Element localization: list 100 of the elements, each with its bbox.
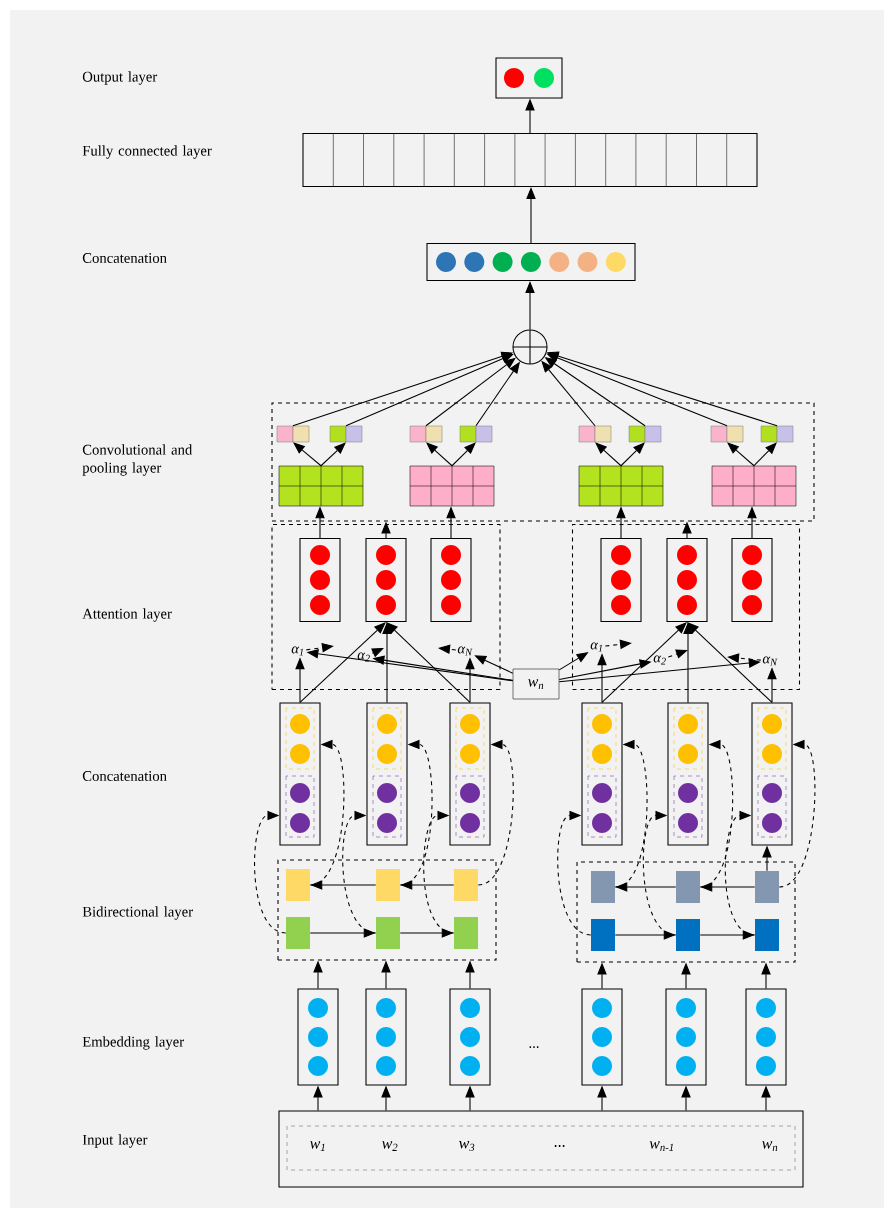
attention-weight-label: α$_{2}$: [357, 652, 370, 662]
dashed-arrow: [438, 644, 457, 655]
dashed-group-box: [271, 523, 501, 691]
dashed-group-box: [571, 523, 801, 691]
hidden-state-vector: [449, 702, 491, 846]
attention-vector: [365, 537, 407, 623]
feature-map-grid: [278, 465, 364, 507]
arrow: [425, 357, 516, 427]
input-box: [278, 1110, 804, 1188]
output-vector: [495, 57, 563, 99]
layer-label: Concatenation: [82, 253, 167, 263]
dashed-arrow: [557, 810, 592, 936]
attention-weight-label: α$_{N}$: [457, 646, 473, 656]
dashed-group-box: [271, 402, 815, 522]
input-word: w$_{n}$: [762, 1141, 778, 1151]
arrow: [382, 622, 392, 703]
attention-vector: [299, 537, 341, 623]
dashed-arrow: [305, 642, 334, 653]
dashed-arrow: [309, 739, 345, 886]
arrow: [753, 442, 777, 467]
hidden-state-vector: [279, 702, 321, 846]
hidden-state-box: [376, 917, 400, 949]
arrow: [345, 353, 514, 427]
layer-label: Output layer: [82, 71, 158, 85]
hidden-state-box: [454, 917, 478, 949]
feature-map-grid: [409, 465, 495, 507]
layer-label: Concatenation: [82, 771, 167, 781]
arrow: [426, 442, 453, 467]
dashed-arrow: [254, 810, 287, 934]
input-word: w$_{3}$: [459, 1141, 475, 1151]
hidden-state-box: [454, 869, 478, 901]
hidden-state-box: [591, 871, 615, 903]
attention-vector: [731, 537, 773, 623]
pooled-feature-pair: [276, 425, 310, 443]
hidden-state-box: [286, 869, 310, 901]
hidden-state-box: [286, 917, 310, 949]
arrow: [386, 622, 471, 703]
hidden-state-box: [676, 871, 700, 903]
pooled-feature-pair: [409, 425, 443, 443]
pooled-feature-pair: [578, 425, 612, 443]
pooled-feature-pair: [329, 425, 363, 443]
embedding-vector: [665, 988, 707, 1086]
dashed-arrow: [614, 739, 648, 888]
dashed-arrow: [724, 810, 756, 936]
dashed-arrow: [727, 653, 762, 663]
arrow: [687, 622, 773, 703]
fully-connected-bar: [302, 132, 758, 188]
embedding-vector: [581, 988, 623, 1086]
concatenation-vector: [426, 242, 636, 282]
embedding-vector: [297, 988, 339, 1086]
hidden-state-box: [755, 871, 779, 903]
dashed-arrow: [778, 739, 816, 888]
hidden-state-vector: [667, 702, 709, 846]
pooled-feature-pair: [760, 425, 794, 443]
dashed-arrow: [399, 739, 433, 886]
hidden-state-vector: [751, 702, 793, 846]
input-word: w$_{n-1}$: [649, 1141, 673, 1151]
arrow: [320, 442, 346, 467]
attention-vector: [600, 537, 642, 623]
pooled-feature-pair: [459, 425, 493, 443]
input-word: w$_{1}$: [310, 1141, 325, 1151]
hidden-state-box: [376, 869, 400, 901]
attention-weight-label: α$_{1}$: [590, 642, 602, 652]
embedding-vector: [365, 988, 407, 1086]
pooled-feature-pair: [628, 425, 662, 443]
layer-label: Input layer: [82, 1134, 148, 1148]
dashed-arrow: [477, 739, 514, 886]
arrow: [451, 442, 476, 467]
hidden-state-box: [676, 919, 700, 951]
layer-label: Bidirectional layer: [82, 906, 193, 920]
feature-map-grid: [711, 465, 797, 507]
dashed-arrow: [423, 810, 455, 934]
arrow: [526, 187, 536, 244]
arrow: [595, 442, 622, 467]
layer-label: Convolutional and pooling layer: [82, 444, 193, 476]
attention-vector: [666, 537, 708, 623]
arrow: [683, 622, 693, 703]
attention-weight-label: α$_{1}$: [291, 646, 303, 656]
attention-weight-label: α$_{2}$: [653, 655, 666, 665]
dashed-arrow: [667, 649, 688, 659]
arrow: [727, 442, 755, 467]
hidden-state-vector: [581, 702, 623, 846]
arrow: [620, 442, 645, 467]
layer-label: Embedding layer: [82, 1036, 184, 1050]
embedding-vector: [449, 988, 491, 1086]
input-word: w$_{2}$: [382, 1141, 398, 1151]
input-word: ...: [554, 1145, 565, 1147]
hidden-state-box: [591, 919, 615, 951]
layer-label: Fully connected layer: [82, 145, 212, 159]
attention-weight-label: α$_{N}$: [762, 656, 778, 666]
dashed-group-box: [277, 859, 497, 961]
sum-circle: [512, 329, 548, 365]
arrow: [525, 281, 535, 330]
dashed-group-box: [576, 861, 796, 963]
arrow: [601, 622, 687, 703]
query-box: w$_{n}$: [512, 668, 560, 700]
embedding-vector: [745, 988, 787, 1086]
pooled-feature-pair: [710, 425, 744, 443]
layer-label: Attention layer: [82, 608, 172, 622]
dashed-arrow: [699, 739, 734, 888]
